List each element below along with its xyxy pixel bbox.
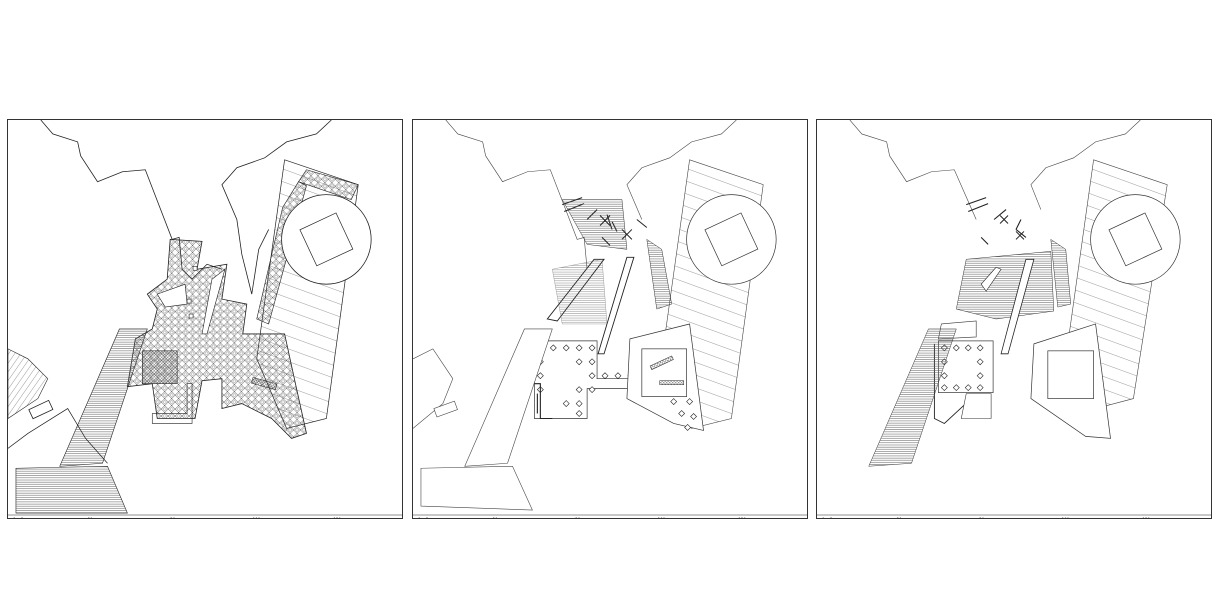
scale-label: 20 (897, 517, 903, 518)
square-pavilion (1108, 212, 1163, 267)
scale-label: 50 (979, 517, 985, 518)
wing-feature (251, 377, 278, 390)
scale-bar: 0 5 20 50 100 150 (418, 517, 746, 518)
scale-label: 50 (170, 517, 176, 518)
column-grid (536, 344, 635, 417)
column (188, 313, 194, 319)
terrain-contour (849, 120, 977, 220)
scale-bar: 0 5 20 50 100 150 (13, 517, 341, 518)
small-structure (28, 399, 54, 420)
scale-label: 5 (830, 517, 833, 518)
column-grid (670, 398, 697, 431)
square-pavilion (299, 212, 354, 267)
scale-label: 0 (418, 517, 421, 518)
scale-label: 20 (88, 517, 94, 518)
road (464, 328, 553, 467)
striped-ramp (646, 238, 672, 310)
wall-fragment (532, 383, 553, 420)
site-plan-panel-3: 0 5 20 50 100 150 (816, 119, 1212, 519)
wing-feature (659, 380, 684, 385)
walkway (151, 383, 193, 424)
slope-area (8, 348, 49, 419)
site-plan-drawing-2: 0 5 20 50 100 150 (413, 120, 807, 518)
striped-ramp (956, 251, 1055, 320)
ramp (868, 328, 957, 467)
long-wall (1000, 258, 1035, 355)
terrain-contour (626, 120, 737, 220)
terrain-contour (413, 348, 454, 429)
scale-label: 0 (822, 517, 825, 518)
striped-ramp (552, 259, 608, 325)
wing-feature (649, 355, 674, 370)
courtyard-grid (142, 350, 178, 384)
scale-label: 150 (333, 517, 341, 518)
site-plan-panel-2: 0 5 20 50 100 150 (412, 119, 808, 519)
courtyard-opening (201, 268, 226, 335)
ramp (59, 328, 148, 467)
scale-label: 50 (575, 517, 581, 518)
scale-label: 100 (253, 517, 261, 518)
site-plan-drawing-3: 0 5 20 50 100 150 (817, 120, 1211, 518)
scale-label: 100 (658, 517, 666, 518)
annex-room (1047, 350, 1094, 399)
wall-fragment (966, 197, 1027, 245)
scale-label: 5 (426, 517, 429, 518)
site-plan-drawing-1: 0 5 20 50 100 150 (8, 120, 402, 518)
terrain-contour (445, 120, 588, 270)
scale-label: 150 (1142, 517, 1150, 518)
site-plan-panel-1: 0 5 20 50 100 150 (7, 119, 403, 519)
cross-markers (999, 215, 1025, 240)
parking-lot (15, 465, 128, 514)
paved-strip (298, 169, 359, 200)
courtyard-opening (156, 283, 188, 308)
parking-lot (420, 465, 533, 511)
scale-label: 150 (738, 517, 746, 518)
column (192, 265, 198, 271)
cross-markers (599, 215, 648, 246)
scale-label: 100 (1062, 517, 1070, 518)
terrain-contour (8, 408, 108, 464)
terrain-contour (1030, 120, 1141, 210)
column (186, 298, 192, 304)
scale-label: 5 (21, 517, 24, 518)
void (980, 266, 1002, 292)
striped-ramp (1050, 238, 1071, 308)
annex-room (641, 348, 687, 397)
scale-bar: 0 5 20 50 100 150 (822, 517, 1150, 518)
small-structure (433, 400, 458, 418)
terrain-contour (221, 120, 332, 295)
wall-fragment (960, 393, 992, 419)
striped-ramp (561, 199, 628, 250)
long-wall (597, 256, 635, 355)
scale-label: 0 (13, 517, 16, 518)
square-pavilion (704, 212, 759, 267)
scale-label: 20 (493, 517, 499, 518)
